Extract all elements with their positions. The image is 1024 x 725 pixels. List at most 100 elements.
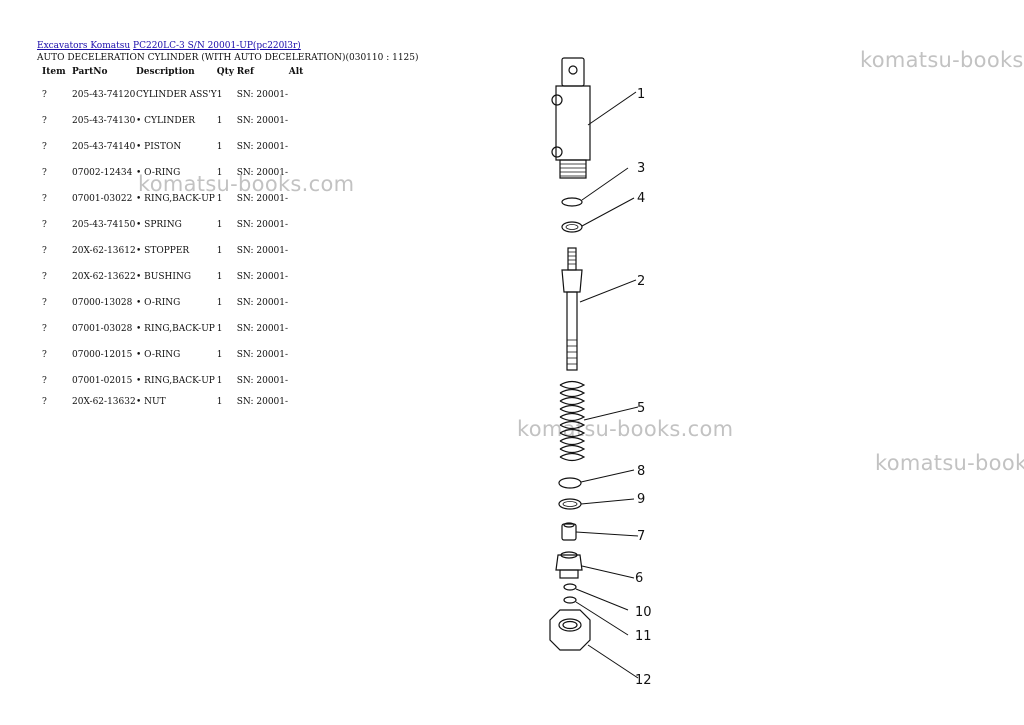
header-qty: Qty: [216, 67, 234, 77]
cell-item: ?: [42, 350, 47, 360]
cell-item: ?: [42, 298, 47, 308]
table-row: ? 205-43-74130• CYLINDER 1 SN: 20001-: [37, 108, 319, 134]
callout-number: 1: [637, 87, 645, 102]
header-alt: Alt: [288, 67, 304, 77]
header-description: Description: [136, 67, 195, 77]
cell-partno: 07000-12015: [72, 350, 133, 360]
cell-alt: [289, 134, 319, 160]
cell-description: • O-RING: [136, 298, 181, 308]
cell-description: • STOPPER: [136, 246, 190, 256]
callout-number: 11: [635, 629, 652, 644]
cell-partno: 07001-03022: [72, 194, 133, 204]
cell-item: ?: [42, 376, 47, 386]
cell-partno: 205-43-74120: [72, 90, 136, 100]
cell-ref: SN: 20001-: [236, 350, 289, 360]
breadcrumb-link-model[interactable]: PC220LC-3 S/N 20001-UP(pc220l3r): [133, 41, 301, 51]
cell-qty: 1: [216, 350, 223, 360]
o-ring-drawing: [558, 477, 582, 489]
cell-ref: SN: 20001-: [236, 194, 289, 204]
stopper-drawing: [561, 522, 577, 541]
callout-number: 10: [635, 605, 652, 620]
callout-number: 12: [635, 673, 652, 688]
table-header-row: Item PartNo Description Qty Ref Alt: [37, 66, 319, 82]
watermark: komatsu-books: [860, 48, 1024, 72]
cell-alt: [289, 264, 319, 290]
backup-ring-drawing: [561, 221, 583, 233]
cell-ref: SN: 20001-: [236, 116, 289, 126]
cell-partno: 205-43-74130: [72, 116, 136, 126]
callout-number: 6: [635, 571, 643, 586]
cell-alt: [289, 108, 319, 134]
cell-partno: 20X-62-13612: [72, 246, 136, 256]
cell-qty: 1: [216, 397, 223, 407]
cell-description: • BUSHING: [136, 272, 192, 282]
cell-description: • PISTON: [136, 142, 182, 152]
cell-description: • SPRING: [136, 220, 182, 230]
cell-partno: 205-43-74140: [72, 142, 136, 152]
cell-ref: SN: 20001-: [236, 324, 289, 334]
cell-description: • RING,BACK-UP: [136, 194, 215, 204]
backup-ring-drawing: [563, 596, 577, 604]
cell-description: • RING,BACK-UP: [136, 376, 215, 386]
cell-description: • CYLINDER: [136, 116, 195, 126]
cell-ref: SN: 20001-: [236, 298, 289, 308]
cell-partno: 07001-02015: [72, 376, 133, 386]
bushing-drawing: [555, 551, 583, 579]
cell-ref: SN: 20001-: [236, 246, 289, 256]
header-ref: Ref: [236, 67, 254, 77]
cell-qty: 1: [216, 272, 223, 282]
callout-number: 5: [637, 401, 645, 416]
cell-partno: 20X-62-13632: [72, 397, 136, 407]
cell-qty: 1: [216, 324, 223, 334]
cell-alt: [289, 394, 319, 410]
o-ring-drawing: [563, 583, 577, 591]
cell-ref: SN: 20001-: [236, 168, 289, 178]
backup-ring-drawing: [558, 498, 582, 510]
cell-partno: 07002-12434: [72, 168, 133, 178]
cell-alt: [289, 82, 319, 108]
page-title: AUTO DECELERATION CYLINDER (WITH AUTO DE…: [37, 53, 419, 63]
cell-qty: 1: [216, 116, 223, 126]
spring-drawing: [559, 380, 586, 462]
cell-item: ?: [42, 324, 47, 334]
o-ring-drawing: [561, 197, 583, 207]
cell-description: CYLINDER ASS'Y: [136, 90, 217, 100]
cell-item: ?: [42, 194, 47, 204]
cell-qty: 1: [216, 194, 223, 204]
cell-ref: SN: 20001-: [236, 376, 289, 386]
cell-ref: SN: 20001-: [236, 220, 289, 230]
cell-alt: [289, 238, 319, 264]
callout-number: 7: [637, 529, 645, 544]
cell-ref: SN: 20001-: [236, 90, 289, 100]
parts-table: Item PartNo Description Qty Ref Alt ? 205…: [37, 66, 319, 410]
cell-qty: 1: [216, 142, 223, 152]
callout-number: 9: [637, 492, 645, 507]
callout-number: 8: [637, 464, 645, 479]
cell-item: ?: [42, 220, 47, 230]
cell-item: ?: [42, 116, 47, 126]
cell-ref: SN: 20001-: [236, 397, 289, 407]
header-item: Item: [42, 67, 66, 77]
cell-partno: 20X-62-13622: [72, 272, 136, 282]
breadcrumb: Excavators Komatsu PC220LC-3 S/N 20001-U…: [37, 40, 301, 52]
cell-item: ?: [42, 142, 47, 152]
breadcrumb-link-excavators[interactable]: Excavators Komatsu: [37, 41, 131, 51]
callout-number: 3: [637, 161, 645, 176]
header-partno: PartNo: [72, 67, 108, 77]
cell-qty: 1: [216, 220, 223, 230]
cell-description: • NUT: [136, 397, 166, 407]
leader-lines: [575, 91, 639, 679]
cell-description: • O-RING: [136, 350, 181, 360]
cell-qty: 1: [216, 168, 223, 178]
cell-description: • O-RING: [136, 168, 181, 178]
cell-alt: [289, 160, 319, 186]
piston-drawing: [561, 247, 583, 371]
